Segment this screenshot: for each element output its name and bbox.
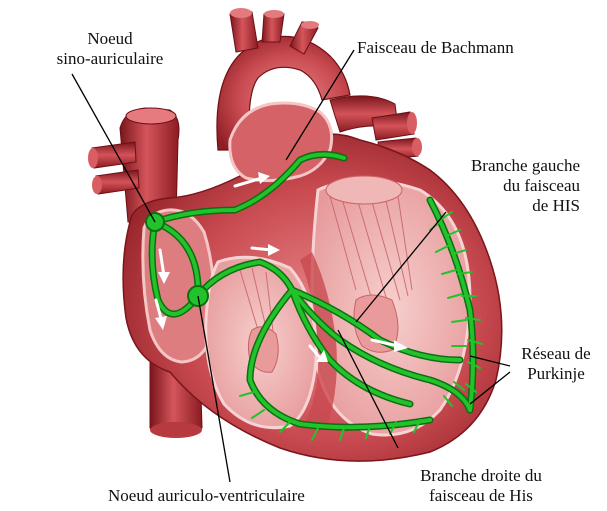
label-bachmann: Faisceau de Bachmann (357, 38, 514, 58)
label-sa-node-line1: Noeud (40, 29, 180, 49)
label-purkinje: Réseau de Purkinje (508, 344, 604, 384)
label-av-node: Noeud auriculo-ventriculaire (108, 486, 305, 506)
label-sa-node: Noeud sino-auriculaire (40, 29, 180, 69)
mitral-valve (326, 176, 402, 204)
label-sa-node-line2: sino-auriculaire (40, 49, 180, 69)
label-purkinje-line2: Purkinje (508, 364, 604, 384)
label-av-node-text: Noeud auriculo-ventriculaire (108, 486, 305, 505)
label-right-branch-line1: Branche droite du (396, 466, 566, 486)
label-left-branch-line2: du faisceau (430, 176, 580, 196)
label-left-branch: Branche gauche du faisceau de HIS (430, 156, 580, 216)
label-right-branch: Branche droite du faisceau de His (396, 466, 566, 506)
label-right-branch-line2: faisceau de His (396, 486, 566, 506)
left-atrium-cavity (230, 103, 332, 181)
label-bachmann-text: Faisceau de Bachmann (357, 38, 514, 57)
label-left-branch-line1: Branche gauche (430, 156, 580, 176)
label-purkinje-line1: Réseau de (508, 344, 604, 364)
label-left-branch-line3: de HIS (430, 196, 580, 216)
